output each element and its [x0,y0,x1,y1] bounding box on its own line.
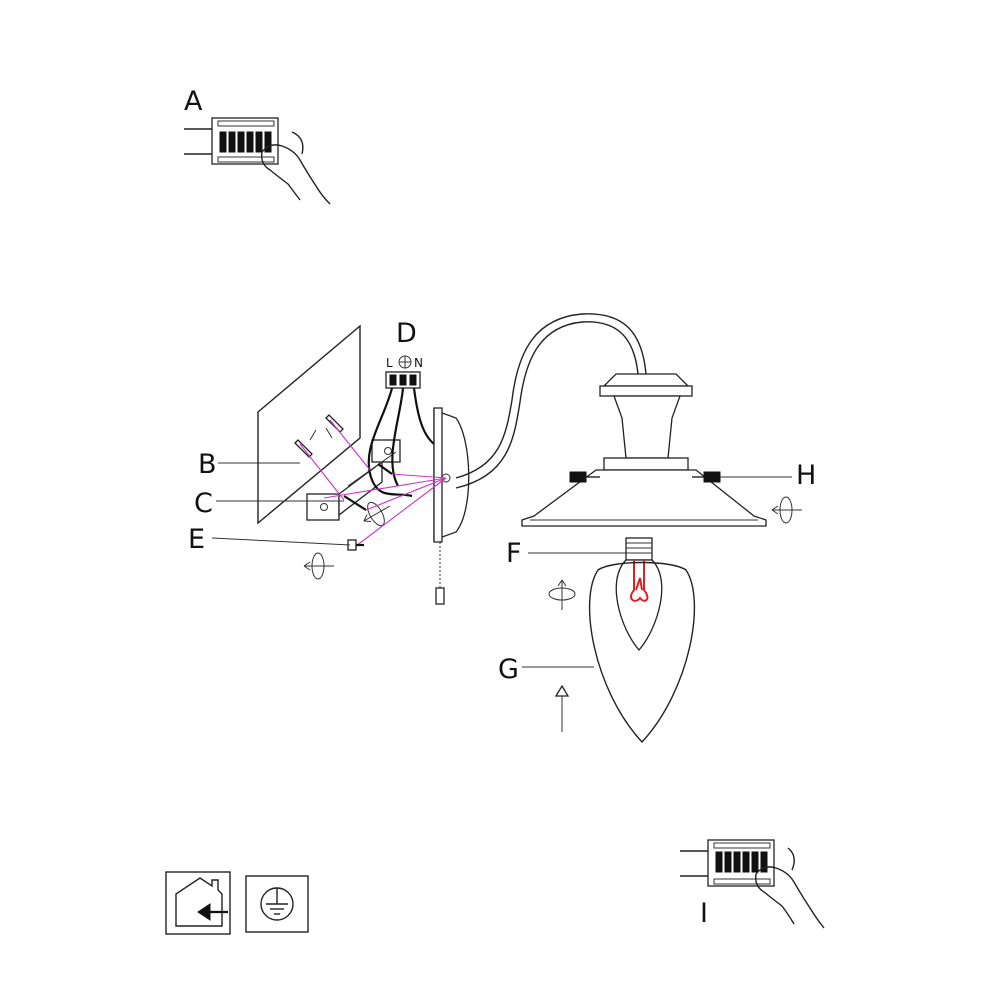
light-bulb: F [506,537,663,651]
lamp-head: H [455,313,816,527]
earth-icon [398,355,412,369]
glass-shade: G [498,561,696,744]
supply-cable [367,387,413,498]
wall-plane [257,324,361,525]
bulb-filament [630,560,649,602]
lamp-arm [455,313,647,479]
label-f: F [506,538,522,569]
label-b: B [198,449,217,480]
label-g: G [498,654,519,685]
wall-mount-assembly: D L N [188,318,470,605]
rotate-arrow-icon [303,552,335,580]
label-e: E [188,524,205,555]
earth-symbol-icon [245,875,309,933]
hand-icon [754,847,825,929]
lamp-shade [521,469,767,527]
label-h: H [796,460,816,491]
wall-plug [294,414,344,458]
screw-guide-lines [299,419,447,547]
hand-icon [260,131,331,205]
label-d: D [396,318,417,349]
house-indoor-icon [165,871,231,935]
rotate-arrow-icon [548,579,576,611]
mounting-screw [343,463,393,511]
insert-up-arrow [554,684,570,732]
label-c: C [194,488,213,519]
terminal-live: L [386,356,393,370]
terminal-block [385,371,421,389]
breaker-panel-off: A [184,86,331,205]
breaker-switch-on-icon [713,842,771,885]
pull-cord-switch [435,542,445,605]
rotate-arrow-icon [771,496,803,524]
breaker-panel-on: I [680,839,825,929]
label-a: A [184,86,203,117]
label-i: I [700,898,708,929]
breaker-switch-off-icon [217,120,275,163]
terminal-neutral: N [414,356,423,370]
backplate [433,407,470,543]
